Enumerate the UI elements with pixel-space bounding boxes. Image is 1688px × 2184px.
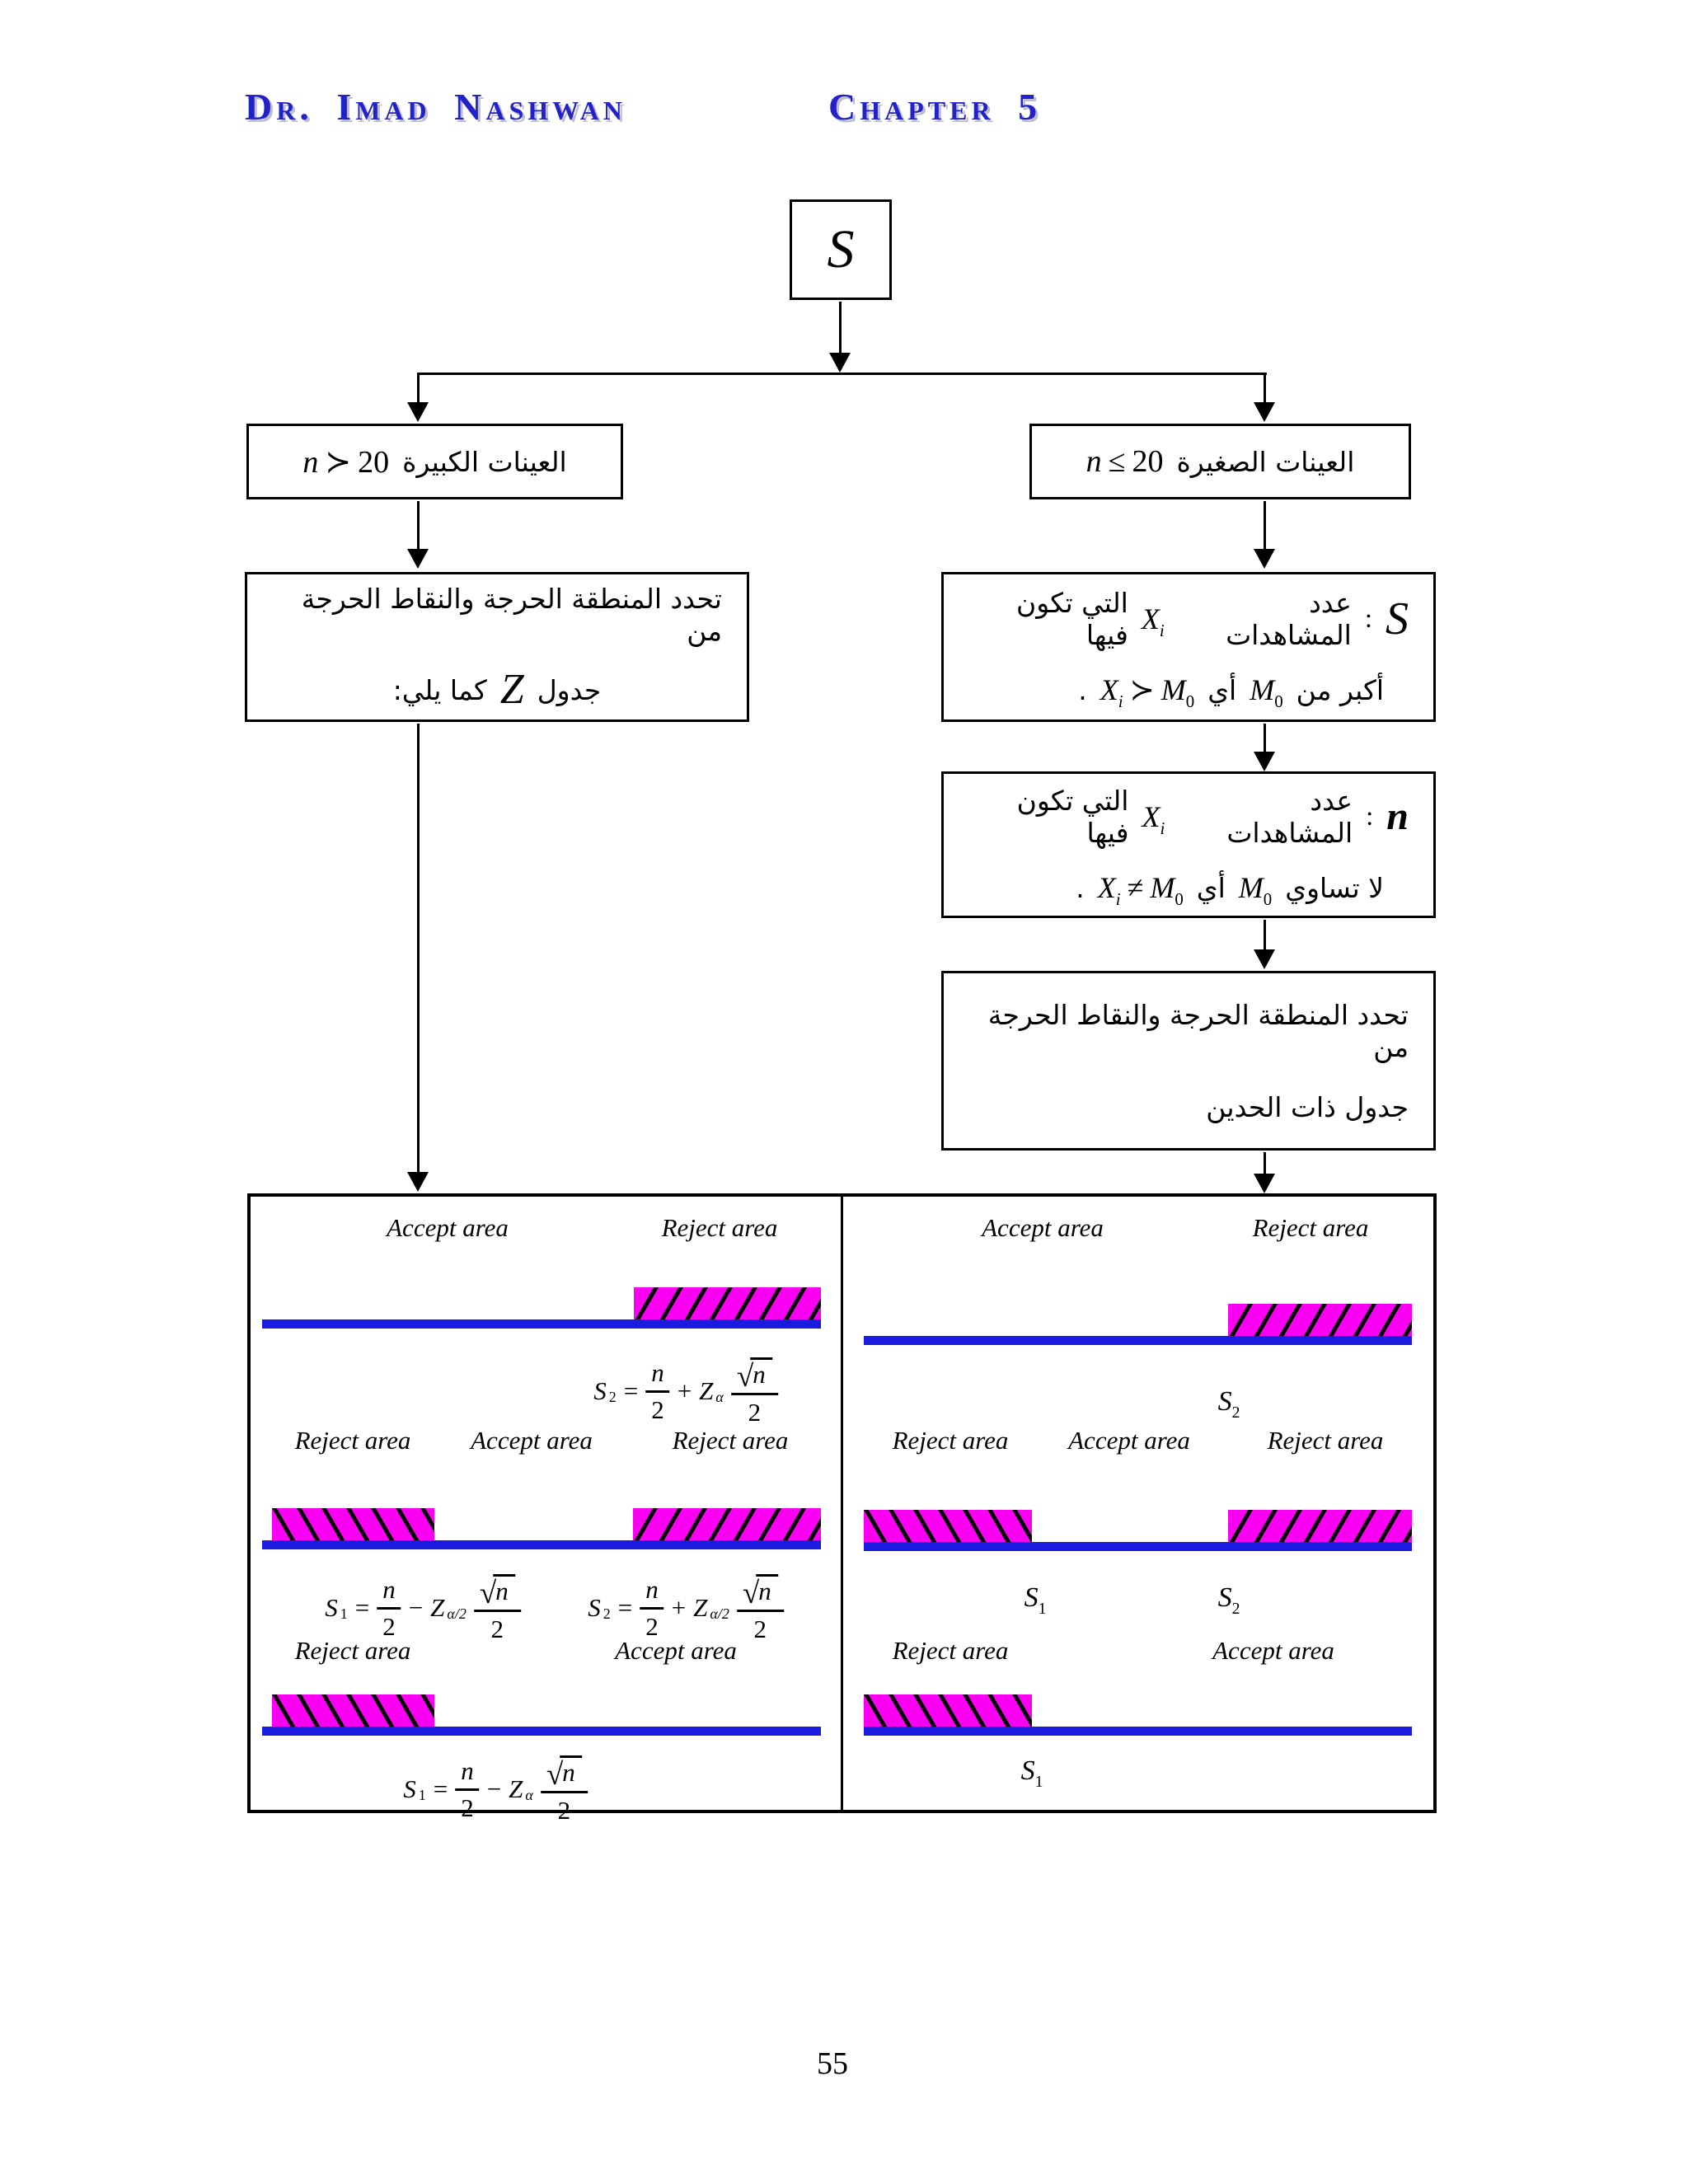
flow-connector bbox=[1264, 501, 1266, 551]
number-line bbox=[864, 1727, 1412, 1736]
area-label-reject: Reject area bbox=[294, 1636, 411, 1665]
flow-connector bbox=[839, 302, 842, 354]
area-label-accept: Accept area bbox=[1212, 1636, 1334, 1665]
number-line bbox=[262, 1319, 821, 1329]
flow-root-box: S bbox=[790, 199, 892, 300]
large-samples-condition: n ≻ 20 bbox=[302, 444, 390, 480]
number-line bbox=[262, 1727, 821, 1736]
n-def-count: عدد المشاهدات bbox=[1226, 785, 1353, 849]
s1-label: S1 bbox=[1024, 1582, 1047, 1618]
s2-label: S2 bbox=[1217, 1582, 1240, 1618]
root-letter: S bbox=[827, 219, 855, 279]
box-small-samples: العينات الصغيرة n ≤ 20 bbox=[1029, 424, 1411, 499]
s-def-cond: التي تكون فيها bbox=[1015, 587, 1128, 651]
arrow-down-icon bbox=[1254, 1174, 1275, 1193]
arrow-down-icon bbox=[1254, 402, 1275, 422]
header-author: Dr. Imad Nashwan bbox=[245, 86, 626, 128]
s-def-lead2: أكبر من bbox=[1296, 673, 1384, 706]
flow-connector bbox=[417, 501, 420, 551]
s1-label: S1 bbox=[1020, 1755, 1043, 1791]
area-label-accept: Accept area bbox=[615, 1636, 737, 1665]
z-letter: Z bbox=[499, 666, 524, 713]
s-def-count: عدد المشاهدات bbox=[1226, 587, 1352, 651]
flow-connector bbox=[1264, 373, 1266, 404]
n-def-ay: أي bbox=[1196, 871, 1226, 904]
z-box-tail: كما يلي: bbox=[392, 673, 487, 706]
box-large-samples: العينات الكبيرة n ≻ 20 bbox=[246, 424, 623, 499]
s-def-ay: أي bbox=[1207, 673, 1237, 706]
box-binomial-table: تحدد المنطقة الحرجة والنقاط الحرجة من جد… bbox=[941, 971, 1436, 1151]
large-samples-label: العينات الكبيرة bbox=[402, 445, 567, 478]
reject-bar bbox=[864, 1510, 1032, 1544]
arrow-down-icon bbox=[407, 549, 429, 569]
flow-connector bbox=[1264, 1152, 1266, 1175]
area-label-reject: Reject area bbox=[892, 1636, 1009, 1665]
flow-split-line bbox=[418, 373, 1267, 375]
s-def-letter: S bbox=[1386, 593, 1409, 644]
arrow-down-icon bbox=[829, 353, 851, 373]
small-samples-condition: n ≤ 20 bbox=[1085, 444, 1164, 479]
area-label-reject: Reject area bbox=[661, 1213, 778, 1242]
number-line bbox=[262, 1540, 821, 1549]
header-chapter: Chapter 5 bbox=[828, 86, 1042, 128]
reject-bar bbox=[864, 1694, 1032, 1729]
arrow-down-icon bbox=[1254, 752, 1275, 771]
reject-bar bbox=[1228, 1304, 1412, 1338]
area-label-accept: Accept area bbox=[471, 1426, 593, 1455]
area-label-accept: Accept area bbox=[982, 1213, 1104, 1242]
area-label-reject: Reject area bbox=[672, 1426, 789, 1455]
n-def-lead2: لا تساوي bbox=[1285, 871, 1384, 904]
area-label-reject: Reject area bbox=[1252, 1213, 1369, 1242]
reject-bar bbox=[1228, 1510, 1412, 1544]
s2-label: S2 bbox=[1217, 1386, 1240, 1422]
n-def-letter: n bbox=[1386, 794, 1409, 838]
area-label-accept: Accept area bbox=[387, 1213, 509, 1242]
n-def-cond: التي تكون فيها bbox=[1016, 785, 1129, 849]
area-label-accept: Accept area bbox=[1068, 1426, 1190, 1455]
area-label-reject: Reject area bbox=[892, 1426, 1009, 1455]
flow-connector bbox=[417, 373, 420, 404]
reject-bar bbox=[634, 1287, 821, 1322]
number-line bbox=[864, 1336, 1412, 1345]
flow-connector bbox=[1264, 920, 1266, 951]
box-z-table: تحدد المنطقة الحرجة والنقاط الحرجة من جد… bbox=[245, 572, 749, 722]
area-label-reject: Reject area bbox=[1267, 1426, 1384, 1455]
area-label-reject: Reject area bbox=[294, 1426, 411, 1455]
flow-connector bbox=[1264, 724, 1266, 753]
binom-line2: جدول ذات الحدين bbox=[1206, 1090, 1409, 1123]
reject-bar bbox=[633, 1508, 821, 1543]
flow-connector bbox=[417, 724, 420, 1174]
page-number: 55 bbox=[817, 2046, 848, 2081]
arrow-down-icon bbox=[1254, 549, 1275, 569]
number-line bbox=[864, 1542, 1412, 1551]
arrow-down-icon bbox=[407, 1172, 429, 1192]
z-box-word-table: جدول bbox=[537, 673, 602, 706]
small-samples-label: العينات الصغيرة bbox=[1176, 445, 1355, 478]
reject-bar bbox=[272, 1694, 434, 1729]
arrow-down-icon bbox=[407, 402, 429, 422]
arrow-down-icon bbox=[1254, 949, 1275, 969]
reject-bar bbox=[272, 1508, 434, 1543]
panel-divider bbox=[841, 1193, 843, 1813]
z-box-line1: تحدد المنطقة الحرجة والنقاط الحرجة من bbox=[301, 583, 722, 647]
binom-line1: تحدد المنطقة الحرجة والنقاط الحرجة من bbox=[987, 998, 1409, 1063]
